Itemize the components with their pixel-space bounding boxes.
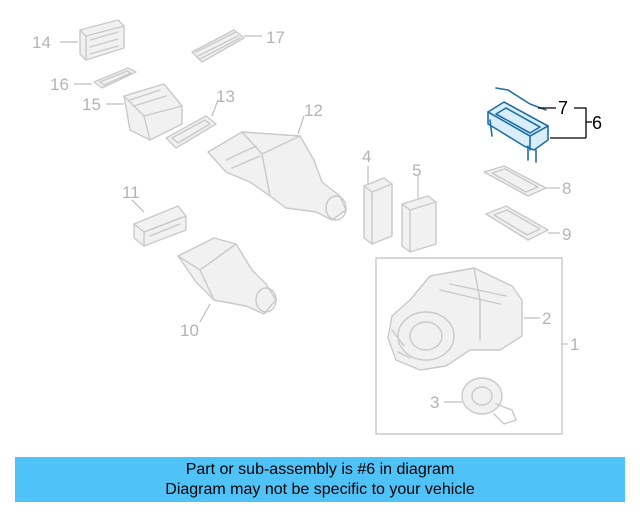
part-14-duct <box>79 19 125 61</box>
callout-10: 10 <box>180 321 199 340</box>
part-17-panel <box>191 29 245 63</box>
banner-line-2: Diagram may not be specific to your vehi… <box>165 481 475 498</box>
part-8-gasket <box>483 165 547 197</box>
callout-17: 17 <box>266 28 285 47</box>
parts-diagram: 14 16 15 17 13 12 11 <box>32 19 602 435</box>
part-13-gasket <box>165 115 217 149</box>
part-3-blower-motor <box>461 377 517 425</box>
part-11-vent <box>133 205 187 247</box>
part-7-rod <box>495 87 547 111</box>
callout-16: 16 <box>50 75 69 94</box>
bracket-7-6 <box>574 107 587 138</box>
callout-14: 14 <box>32 33 51 52</box>
callout-3: 3 <box>430 393 439 412</box>
part-16-gasket <box>93 67 137 89</box>
part-15-duct <box>123 83 183 141</box>
leader-11 <box>131 199 145 213</box>
callout-11: 11 <box>122 183 140 202</box>
callout-15: 15 <box>82 95 101 114</box>
banner-line-1: Part or sub-assembly is #6 in diagram <box>185 461 455 478</box>
callout-2: 2 <box>542 309 551 328</box>
callout-1: 1 <box>570 335 579 354</box>
part-6-housing <box>487 101 549 163</box>
callout-7: 7 <box>558 98 568 118</box>
part-5-filter <box>401 195 437 253</box>
part-9-gasket <box>485 205 549 241</box>
callout-4: 4 <box>362 147 371 166</box>
callout-13: 13 <box>216 87 235 106</box>
part-10-duct <box>177 237 277 315</box>
leader-13 <box>211 99 219 117</box>
assembly-1-box <box>375 257 563 435</box>
part-12-duct <box>207 131 347 221</box>
callout-12: 12 <box>304 101 323 120</box>
part-2-blower-housing <box>387 267 523 371</box>
callout-5: 5 <box>412 161 421 180</box>
info-banner: Part or sub-assembly is #6 in diagram Di… <box>15 457 625 502</box>
callout-8: 8 <box>562 179 571 198</box>
part-4-bracket <box>363 177 393 245</box>
callout-6: 6 <box>592 113 602 133</box>
leader-10 <box>199 303 211 323</box>
leader-12 <box>297 115 305 135</box>
callout-9: 9 <box>562 225 571 244</box>
